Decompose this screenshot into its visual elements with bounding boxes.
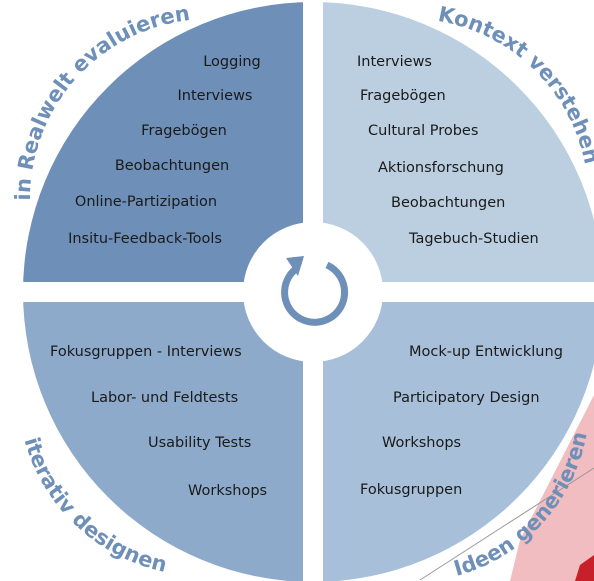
- list-item: Insitu-Feedback-Tools: [68, 231, 222, 247]
- list-item: Workshops: [188, 483, 267, 499]
- list-item: Tagebuch-Studien: [408, 231, 539, 247]
- list-item: Fokusgruppen - Interviews: [50, 344, 242, 360]
- list-item: Logging: [203, 54, 261, 70]
- list-item: Labor- und Feldtests: [91, 390, 238, 406]
- list-item: Beobachtungen: [391, 195, 505, 211]
- list-top-right: Interviews Fragebögen Cultural Probes Ak…: [357, 54, 539, 247]
- list-item: Interviews: [178, 88, 253, 104]
- list-item: Usability Tests: [148, 435, 251, 451]
- center-hub: [243, 222, 383, 362]
- list-item: Workshops: [382, 435, 461, 451]
- cycle-arrow-icon: [281, 256, 349, 326]
- list-bottom-right: Mock-up Entwicklung Participatory Design…: [360, 344, 563, 498]
- list-item: Beobachtungen: [115, 158, 229, 174]
- list-item: Fokusgruppen: [360, 482, 462, 498]
- list-item: Mock-up Entwicklung: [409, 344, 563, 360]
- list-item: Interviews: [357, 54, 432, 70]
- list-item: Cultural Probes: [368, 123, 478, 139]
- list-item: Aktionsforschung: [378, 160, 504, 176]
- list-bottom-left: Fokusgruppen - Interviews Labor- und Fel…: [50, 344, 267, 499]
- list-item: Online-Partizipation: [75, 194, 217, 210]
- list-top-left: Logging Interviews Fragebögen Beobachtun…: [68, 54, 261, 247]
- list-item: Fragebögen: [360, 88, 446, 104]
- corner-decoration: [419, 395, 594, 581]
- list-item: Fragebögen: [141, 123, 227, 139]
- list-item: Participatory Design: [393, 390, 540, 406]
